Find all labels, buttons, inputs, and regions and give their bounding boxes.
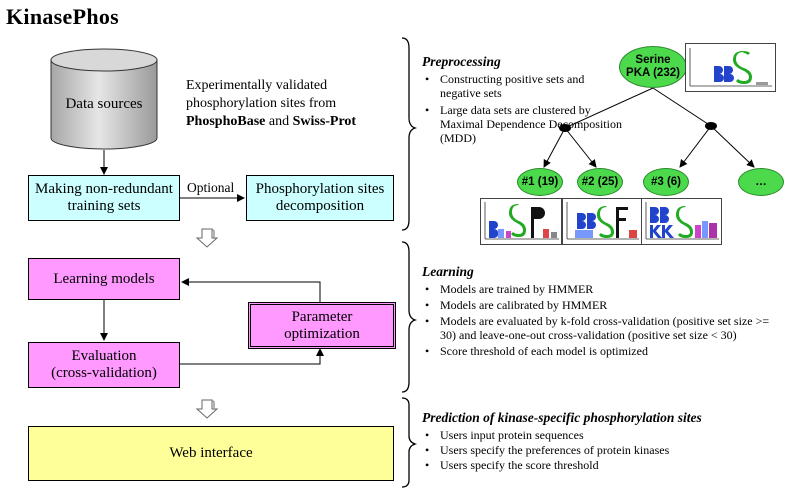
preprocessing-item: Large data sets are clustered by Maximal… [422,103,622,145]
validated-line2: phosphorylation sites from [186,96,337,111]
tree-root-node: Serine PKA (232) [619,46,687,88]
root-node-label-2: PKA (232) [626,67,680,79]
sequence-logo-root [685,43,776,92]
sequence-logo-1 [480,198,562,245]
training-sets-label: Making non-redundant training sets [35,181,173,214]
brace-learning [401,241,418,393]
validated-line1: Experimentally validated [186,78,328,93]
prediction-item: Users input protein sequences [422,428,787,442]
data-sources-label: Data sources [65,96,143,112]
tree-leaf-node: … [738,168,784,196]
cross-validation-label: (cross-validation) [51,365,157,381]
root-node-label-1: Serine [635,54,671,66]
learning-models-box: Learning models [28,258,180,300]
prediction-item: Users specify the score threshold [422,458,787,472]
sequence-logo-image [484,202,559,240]
validated-line3: PhosphoBase and Swiss-Prot [186,113,396,131]
preprocessing-list: Constructing positive sets and negative … [422,72,622,145]
split-node-right [705,122,717,130]
sequence-logo-image [566,202,639,240]
validated-sites-text: Experimentally validated phosphorylation… [186,77,396,131]
sequence-logo-image [689,48,772,87]
prediction-section: Prediction of kinase-specific phosphoryl… [422,410,787,472]
arrow-parameter-to-learning [181,278,321,302]
decomposition-label: Phosphorylation sites decomposition [255,181,385,214]
optional-label: Optional [187,180,235,195]
preprocessing-section: Preprocessing Constructing positive sets… [422,54,622,145]
data-sources-cylinder: Data sources [50,48,158,150]
learning-item: Score threshold of each model is optimiz… [422,344,777,358]
phosphobase-label: PhosphoBase [186,114,266,129]
preprocessing-heading: Preprocessing [422,54,501,69]
learning-section: Learning Models are trained by HMMER Mod… [422,264,777,358]
learning-list: Models are trained by HMMER Models are c… [422,282,777,358]
tree-leaf-node: #3 (6) [643,168,689,196]
sequence-logo-2 [562,198,642,245]
tree-leaf-node: #1 (19) [517,168,563,196]
learning-heading: Learning [422,264,474,279]
sequence-logo-image [645,202,719,240]
and-label: and [265,114,293,129]
brace-preprocessing [401,37,418,231]
block-arrow-1 [195,228,219,248]
prediction-heading: Prediction of kinase-specific phosphoryl… [422,410,702,425]
learning-item: Models are calibrated by HMMER [422,298,777,312]
preprocessing-item: Constructing positive sets and negative … [422,72,622,100]
block-arrow-2 [195,399,219,419]
learning-item: Models are evaluated by k-fold cross-val… [422,314,777,342]
evaluation-box: Evaluation (cross-validation) [28,342,180,388]
web-interface-label: Web interface [169,445,253,461]
page-title: KinasePhos [6,4,120,29]
evaluation-label: Evaluation [71,348,137,364]
brace-prediction [401,397,418,488]
parameter-optimization-label: Parameter optimization [284,308,360,342]
learning-models-label: Learning models [53,270,155,287]
database-icon [50,48,158,150]
sequence-logo-3 [641,198,722,245]
parameter-optimization-box: Parameter optimization [248,302,396,349]
tree-leaf-node: #2 (25) [577,168,623,196]
web-interface-box: Web interface [28,426,394,481]
decomposition-box: Phosphorylation sites decomposition [246,175,394,221]
prediction-item: Users specify the preferences of protein… [422,443,787,457]
arrow-evaluation-to-parameter [180,348,324,365]
training-sets-box: Making non-redundant training sets [28,175,180,221]
learning-item: Models are trained by HMMER [422,282,777,296]
swissprot-label: Swiss-Prot [292,114,357,129]
prediction-list: Users input protein sequences Users spec… [422,428,787,472]
